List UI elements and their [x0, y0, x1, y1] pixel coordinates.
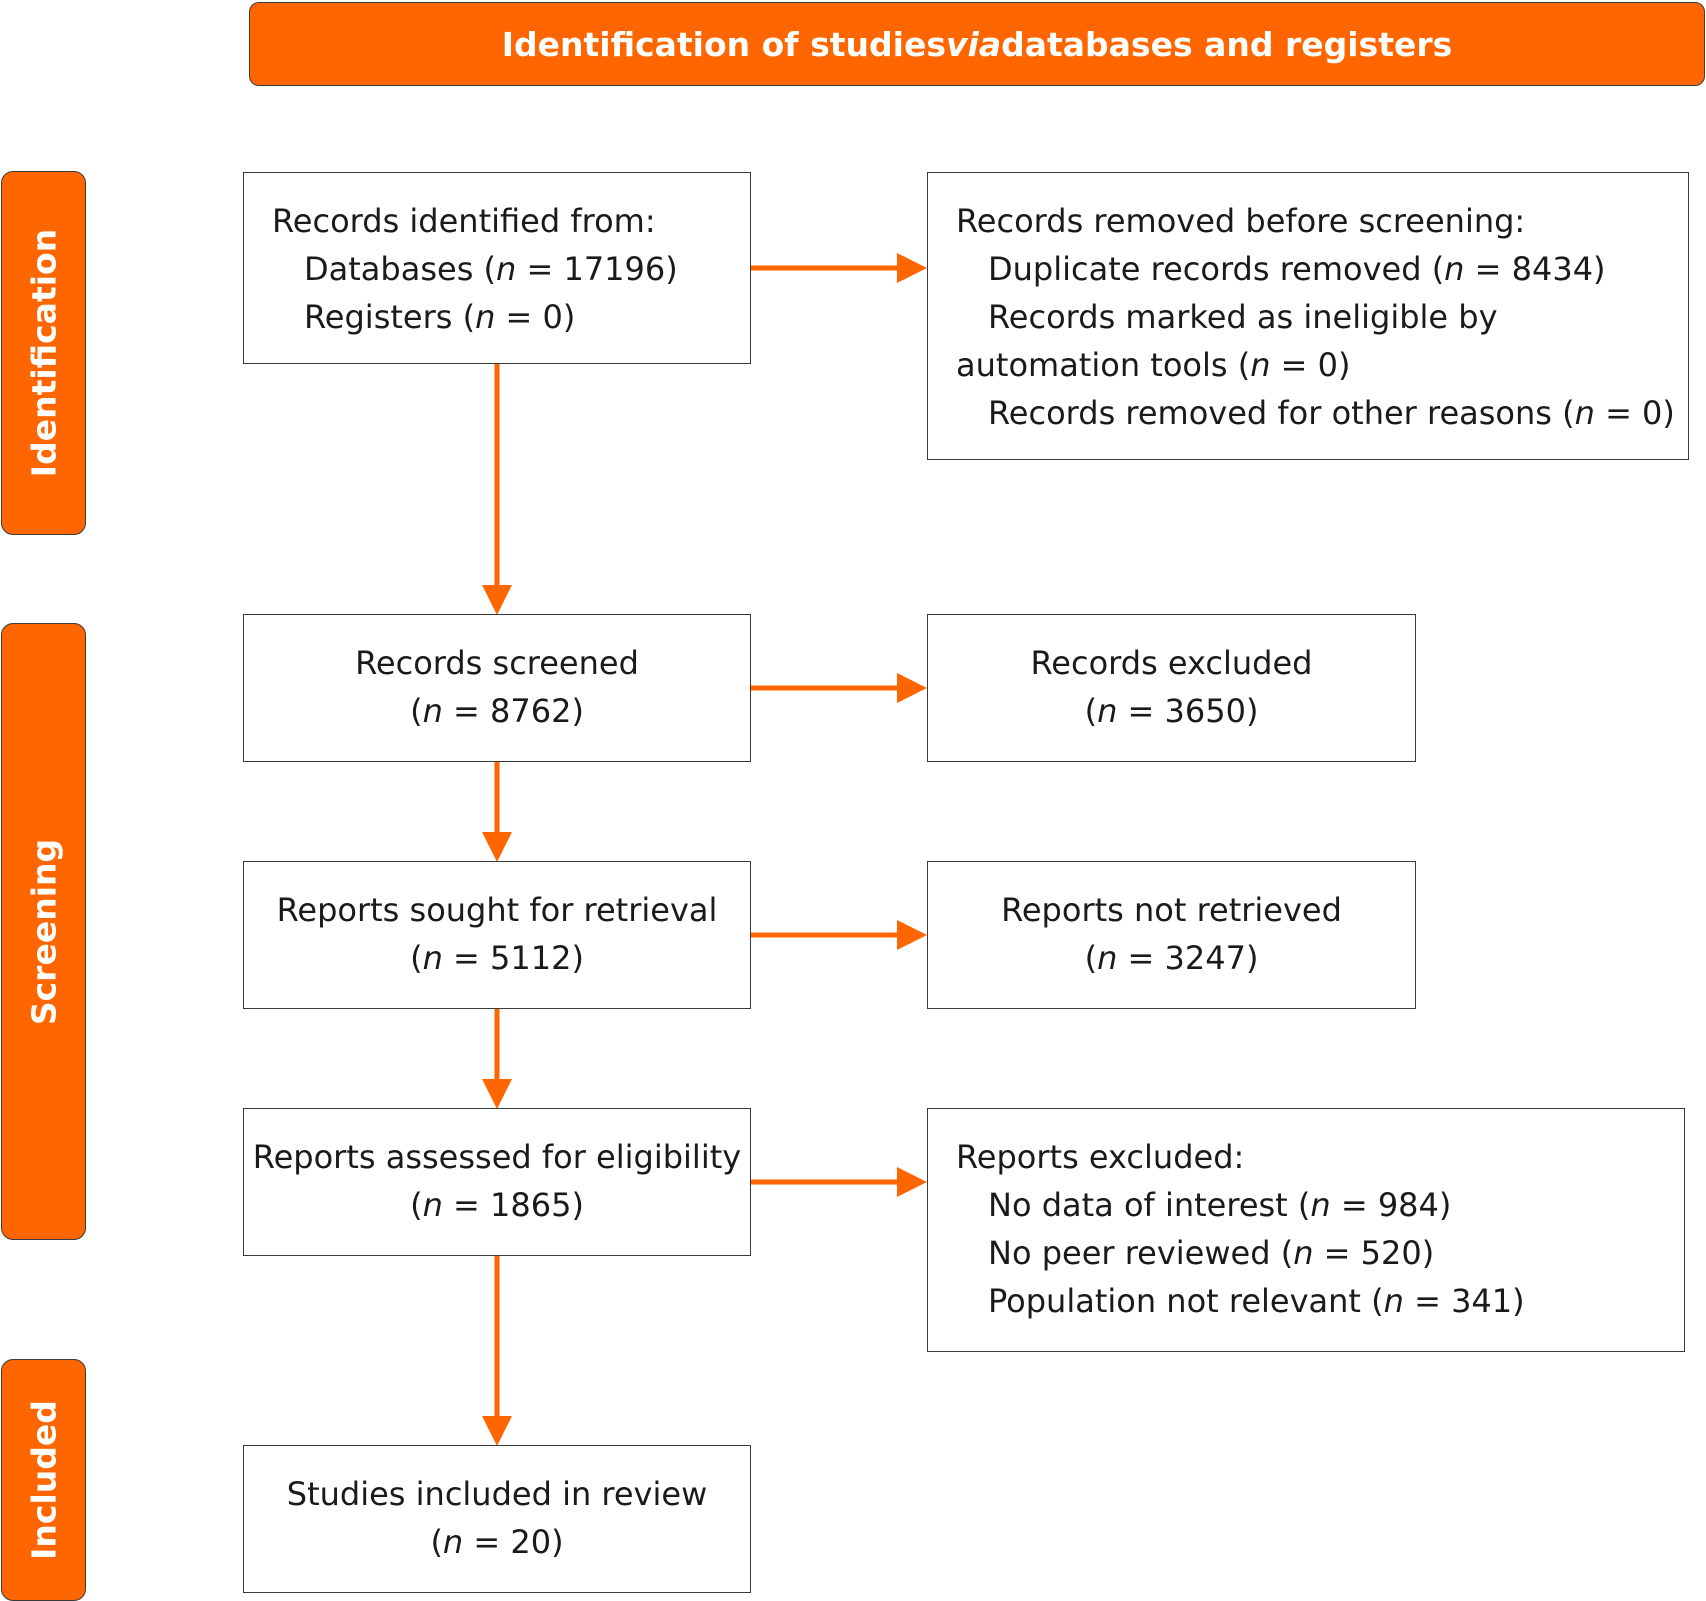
header-title-italic: via [946, 24, 1002, 64]
reports-excluded-heading: Reports excluded: [956, 1138, 1245, 1176]
excluded-label: Records excluded [1030, 644, 1313, 682]
flow-header: Identification of studies via databases … [249, 2, 1705, 86]
removed-automation: Records marked as ineligible by automati… [956, 298, 1498, 384]
phase-identification: Identification [1, 171, 86, 535]
sought-label: Reports sought for retrieval [276, 891, 718, 929]
phase-included: Included [1, 1359, 86, 1601]
identified-heading: Records identified from: [272, 202, 656, 240]
box-records-excluded: Records excluded (n = 3650) [927, 614, 1416, 762]
not-retrieved-count: (n = 3247) [1084, 939, 1259, 977]
reports-excluded-no-data: No data of interest (n = 984) [988, 1186, 1452, 1224]
header-title-end: databases and registers [1001, 24, 1453, 64]
reports-excluded-population: Population not relevant (n = 341) [988, 1282, 1525, 1320]
not-retrieved-label: Reports not retrieved [1001, 891, 1342, 929]
box-records-identified: Records identified from: Databases (n = … [243, 172, 751, 364]
box-reports-assessed: Reports assessed for eligibility (n = 18… [243, 1108, 751, 1256]
screened-label: Records screened [355, 644, 639, 682]
header-title-start: Identification of studies [501, 24, 947, 64]
sought-count: (n = 5112) [410, 939, 584, 977]
box-records-screened: Records screened (n = 8762) [243, 614, 751, 762]
assessed-label: Reports assessed for eligibility [252, 1138, 742, 1176]
included-count: (n = 20) [430, 1523, 564, 1561]
box-records-removed: Records removed before screening: Duplic… [927, 172, 1689, 460]
removed-other: Records removed for other reasons (n = 0… [988, 394, 1675, 432]
included-label: Studies included in review [286, 1475, 708, 1513]
box-reports-excluded: Reports excluded: No data of interest (n… [927, 1108, 1685, 1352]
screened-count: (n = 8762) [410, 692, 584, 730]
identified-registers: Registers (n = 0) [304, 298, 576, 336]
box-reports-not-retrieved: Reports not retrieved (n = 3247) [927, 861, 1416, 1009]
box-reports-sought: Reports sought for retrieval (n = 5112) [243, 861, 751, 1009]
excluded-count: (n = 3650) [1084, 692, 1259, 730]
removed-heading: Records removed before screening: [956, 202, 1526, 240]
reports-excluded-no-peer: No peer reviewed (n = 520) [988, 1234, 1435, 1272]
box-studies-included: Studies included in review (n = 20) [243, 1445, 751, 1593]
removed-duplicates: Duplicate records removed (n = 8434) [988, 250, 1606, 288]
assessed-count: (n = 1865) [410, 1186, 584, 1224]
identified-databases: Databases (n = 17196) [304, 250, 678, 288]
phase-screening: Screening [1, 623, 86, 1240]
